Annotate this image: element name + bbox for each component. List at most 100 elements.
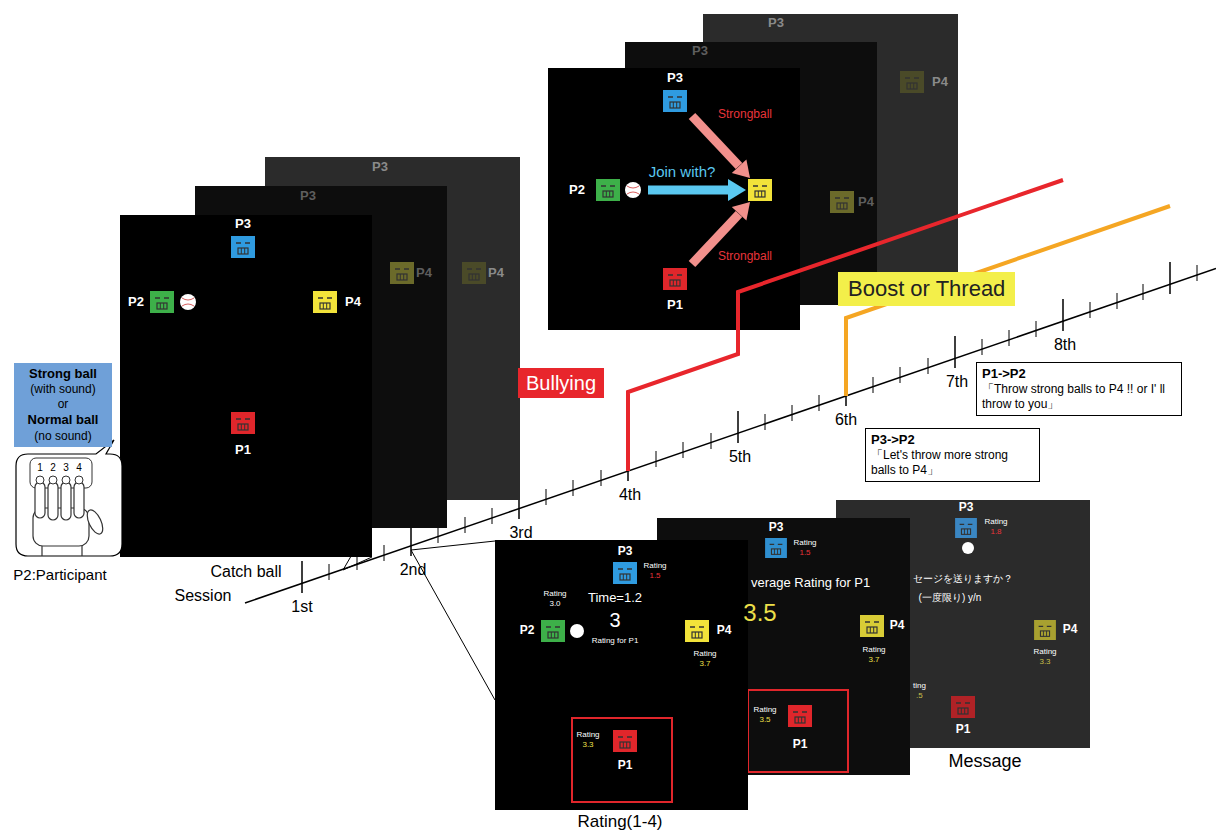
node-text: 「Let's throw more strong balls to P4」 — [871, 448, 1034, 478]
bullying-screens-part — [748, 179, 772, 201]
rating-value: .5 — [916, 692, 923, 701]
average-label: verage Rating for P1 — [751, 576, 870, 590]
rating-screens-part — [572, 718, 672, 802]
bullying-screens-part — [732, 202, 750, 221]
player-label: P4 — [890, 619, 905, 632]
panel-caption: Rating(1-4) — [577, 813, 662, 832]
response-hand-part — [42, 546, 82, 556]
arrow-label: Join with? — [649, 164, 716, 181]
rating-value: 3.7 — [699, 660, 710, 669]
rating-screens-part — [765, 538, 787, 558]
response-hand-part — [36, 476, 44, 484]
bullying-screens-part — [663, 268, 687, 290]
session-label: 2nd — [400, 561, 427, 579]
rating-label: Rating — [753, 706, 776, 715]
rating-value: 3.3 — [1039, 658, 1050, 667]
key-number: 3 — [63, 462, 69, 473]
rating-screens-part — [685, 620, 709, 642]
rating-screens-part — [613, 730, 637, 752]
session-label: 5th — [729, 448, 751, 466]
rating-screens-part — [613, 562, 637, 584]
player-label: P1 — [618, 759, 633, 772]
bullying-screens-part — [900, 71, 924, 93]
rating-value: 3.5 — [759, 716, 770, 725]
panel-caption: P2:Participant — [13, 567, 106, 584]
key-number: 4 — [76, 462, 82, 473]
node-text: P1->P2 — [982, 366, 1176, 382]
player-label: P4 — [932, 75, 948, 89]
player-label: P3 — [959, 501, 974, 514]
player-label: P4 — [416, 266, 432, 280]
rating-screens-part — [955, 518, 977, 538]
catch-ball-screens-part — [231, 236, 255, 258]
bullying-screens-part — [596, 179, 620, 201]
catch-ball-screens-part — [462, 262, 486, 284]
rating-label: Rating — [1033, 648, 1056, 657]
rating-value: 1.8 — [990, 528, 1001, 537]
rating-screens — [495, 500, 1090, 810]
panel-caption: Catch ball — [210, 563, 281, 581]
node-text: Boost or Thread — [848, 276, 1005, 302]
catch-ball-screens-part — [390, 262, 414, 284]
player-label: P3 — [372, 160, 388, 174]
rating-value: 3.7 — [868, 656, 879, 665]
session-label: 8th — [1054, 336, 1076, 354]
session-label: 3rd — [509, 524, 532, 542]
player-label: P2 — [569, 183, 585, 197]
axis-label: Session — [175, 587, 232, 605]
catch-ball-screens-part — [150, 291, 174, 313]
player-label: P3 — [768, 16, 784, 30]
response-hand-part — [49, 476, 57, 484]
rating-label: Rating — [693, 650, 716, 659]
player-label: P2 — [520, 624, 535, 637]
player-label: P1 — [235, 443, 251, 457]
player-label: P1 — [956, 723, 971, 736]
catch-ball-screens-part — [180, 294, 196, 310]
event-tag: Bullying — [518, 368, 604, 398]
message-box: P3->P2「Let's throw more strong balls to … — [865, 428, 1040, 482]
catch-ball-screens-part — [120, 215, 372, 557]
rating-value: 3 — [609, 609, 620, 631]
session-label: 6th — [835, 411, 857, 429]
response-hand-part — [16, 440, 122, 556]
rating-label: Rating — [984, 518, 1007, 527]
rating-value: 3.3 — [582, 741, 593, 750]
bullying-screens-part — [548, 68, 800, 330]
catch-ball-screens — [120, 157, 520, 557]
rating-label: Rating for P1 — [592, 637, 639, 646]
bullying-screens-part — [648, 186, 730, 195]
rating-value: 3.0 — [549, 600, 560, 609]
arrow-label: Strongball — [718, 250, 772, 263]
rating-screens-part — [495, 540, 748, 810]
player-label: P3 — [235, 217, 251, 231]
session-label: 4th — [619, 486, 641, 504]
key-number: 2 — [50, 462, 56, 473]
rating-value: 1.5 — [799, 549, 810, 558]
message-prompt: (一度限り) y/n — [919, 592, 982, 603]
rating-screens-part — [1034, 620, 1056, 640]
node-text: (no sound) — [18, 429, 108, 444]
response-hand-part — [74, 482, 84, 518]
rating-screens-part — [570, 624, 584, 638]
bullying-screens-part — [830, 191, 854, 213]
response-hand-part — [35, 482, 45, 518]
arrow-label: Strongball — [718, 108, 772, 121]
catch-ball-screens-part — [182, 298, 194, 306]
response-hand-part — [61, 482, 71, 520]
player-label: P3 — [300, 189, 316, 203]
message-prompt: セージを送りますか？ — [913, 573, 1013, 584]
rating-screens-part — [860, 615, 884, 637]
node-text: Normal ball — [18, 412, 108, 428]
player-label: P4 — [717, 624, 732, 637]
response-hand — [16, 440, 122, 556]
node-text: P3->P2 — [871, 432, 1034, 448]
player-label: P3 — [769, 521, 784, 534]
bullying-screens-part — [732, 160, 750, 179]
node-text: Bullying — [526, 371, 596, 395]
bullying-screens-part — [625, 182, 641, 198]
bullying-screens-part — [663, 90, 687, 112]
player-label: P1 — [793, 738, 808, 751]
